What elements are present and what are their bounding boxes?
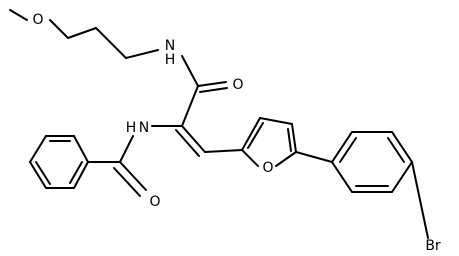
bond-nh-benzoyl-c	[119, 135, 134, 163]
atom-carbonyl-o-top: O	[232, 77, 243, 93]
furan-c5-o	[275, 151, 297, 167]
bond-c1-c2	[67, 27, 97, 39]
bond-vinyl-furan	[204, 149, 243, 153]
bond-methyl-o	[9, 9, 28, 21]
bond-c3-nh	[125, 49, 159, 59]
furan-double-1	[247, 122, 264, 149]
benzene-ring-left-double-1	[69, 161, 83, 184]
benzene-ring-left	[28, 135, 90, 189]
atom-furan-o: O	[262, 160, 273, 176]
bond-furan-phenyl	[295, 151, 333, 163]
bond-carbonyl-o-1	[197, 81, 227, 87]
bond-benzoyl-o-1	[119, 161, 147, 191]
atom-amide-h-top: H	[165, 52, 176, 68]
bond-carbonyl-calpha	[181, 85, 199, 127]
bond-o-c1	[49, 19, 69, 39]
atom-amide-n-left: N	[139, 120, 149, 136]
atom-labels: O N H O H N O O Br	[32, 12, 440, 254]
furan-double-2	[287, 128, 292, 152]
atom-amide-n-top: N	[165, 38, 175, 54]
benzene-ring-right-double-2	[387, 137, 405, 163]
atom-amide-h-left: H	[126, 120, 137, 136]
benzene-ring-right-double-1	[339, 137, 357, 163]
benzene-ring-right	[330, 131, 414, 193]
bond-alkene-2	[175, 129, 200, 157]
bond-phenyl-br	[411, 161, 429, 239]
bond-nh-carbonyl	[181, 55, 199, 87]
furan-c2-c3	[241, 117, 261, 151]
atom-methoxy-o: O	[32, 12, 43, 28]
furan-c3-c4	[259, 117, 293, 125]
benzene-ring-left-double-2	[35, 161, 51, 185]
bonds	[9, 9, 429, 239]
furan-c4-c5	[291, 123, 297, 153]
bond-alkene-1	[181, 125, 206, 153]
furan-o-c2	[241, 149, 259, 167]
bond-c2-c3	[95, 27, 127, 59]
atom-bromine: Br	[425, 238, 441, 254]
bond-carbonyl-o-2	[199, 87, 228, 93]
bond-benzoyl-o-2	[113, 167, 141, 197]
atom-benzoyl-o: O	[149, 194, 160, 210]
